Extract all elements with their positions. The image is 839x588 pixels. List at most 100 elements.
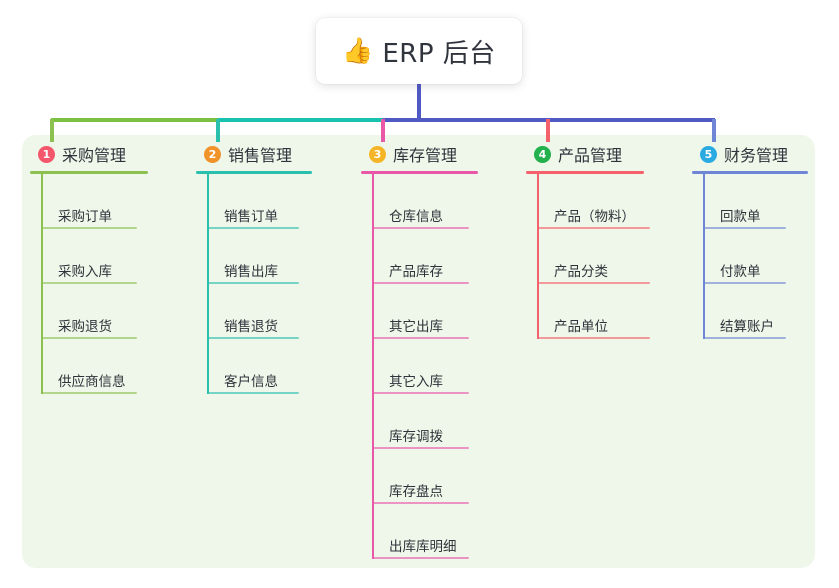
leaf-item[interactable]: 产品（物料） [537, 174, 686, 229]
leaf-item-label: 仓库信息 [389, 209, 443, 225]
leaf-item[interactable]: 产品库存 [372, 229, 511, 284]
leaf-item-underline [41, 337, 137, 339]
branch-underline [526, 171, 644, 174]
branch-title: 产品管理 [558, 146, 623, 165]
leaf-item-label: 销售出库 [224, 264, 278, 280]
branch-leaf-list: 销售订单销售出库销售退货客户信息 [207, 174, 346, 394]
leaf-item-label: 产品（物料） [554, 209, 635, 225]
branch-number-badge: 5 [700, 145, 717, 163]
leaf-item-underline [372, 557, 469, 559]
leaf-item-underline [41, 282, 137, 284]
branch-column-1: 1 采购管理采购订单采购入库采购退货供应商信息 [30, 141, 180, 394]
branch-spine [372, 174, 374, 559]
branch-spine [537, 174, 539, 339]
leaf-item-label: 销售退货 [224, 319, 278, 335]
branch-spine [703, 174, 705, 339]
leaf-item-label: 付款单 [720, 264, 761, 280]
leaf-item-underline [207, 392, 299, 394]
branch-title: 采购管理 [62, 146, 127, 165]
branch-underline [361, 171, 478, 174]
leaf-item-label: 采购订单 [58, 209, 112, 225]
root-node-content: 👍 ERP 后台 [342, 33, 496, 70]
leaf-item[interactable]: 库存盘点 [372, 449, 511, 504]
leaf-item[interactable]: 采购入库 [41, 229, 180, 284]
branch-leaf-list: 产品（物料） 产品分类产品单位 [537, 174, 686, 339]
branch-underline [692, 171, 808, 174]
leaf-item[interactable]: 销售订单 [207, 174, 346, 229]
leaf-item-label: 库存调拨 [389, 429, 443, 445]
leaf-item-label: 出库库明细 [389, 539, 457, 555]
leaf-item[interactable]: 结算账户 [703, 284, 822, 339]
branch-leaf-list: 仓库信息产品库存其它出库其它入库库存调拨库存盘点出库库明细 [372, 174, 511, 559]
leaf-item[interactable]: 回款单 [703, 174, 822, 229]
leaf-item-underline [41, 392, 137, 394]
leaf-item-underline [703, 282, 786, 284]
branch-header-3[interactable]: 3 库存管理 [361, 141, 511, 167]
leaf-item-label: 供应商信息 [58, 374, 126, 390]
leaf-item-underline [537, 282, 650, 284]
branch-column-3: 3 库存管理仓库信息产品库存其它出库其它入库库存调拨库存盘点出库库明细 [361, 141, 511, 559]
leaf-item-label: 客户信息 [224, 374, 278, 390]
thumbs-up-icon: 👍 [342, 36, 374, 65]
leaf-item-underline [372, 282, 469, 284]
leaf-item-underline [41, 227, 137, 229]
leaf-item-label: 采购入库 [58, 264, 112, 280]
branch-header-5[interactable]: 5 财务管理 [692, 141, 822, 167]
leaf-item-label: 产品库存 [389, 264, 443, 280]
leaf-item-underline [537, 337, 650, 339]
leaf-item[interactable]: 仓库信息 [372, 174, 511, 229]
leaf-item-underline [372, 337, 469, 339]
branch-title: 库存管理 [393, 146, 458, 165]
branch-column-5: 5 财务管理回款单付款单结算账户 [692, 141, 822, 339]
leaf-item-underline [207, 337, 299, 339]
branch-leaf-list: 回款单付款单结算账户 [703, 174, 822, 339]
leaf-item[interactable]: 采购退货 [41, 284, 180, 339]
branch-underline [30, 171, 148, 174]
leaf-item[interactable]: 产品单位 [537, 284, 686, 339]
branch-leaf-list: 采购订单采购入库采购退货供应商信息 [41, 174, 180, 394]
leaf-item[interactable]: 供应商信息 [41, 339, 180, 394]
leaf-item[interactable]: 销售退货 [207, 284, 346, 339]
leaf-item[interactable]: 库存调拨 [372, 394, 511, 449]
branch-number-badge: 2 [204, 145, 221, 163]
leaf-item[interactable]: 销售出库 [207, 229, 346, 284]
leaf-item-underline [372, 502, 469, 504]
leaf-item[interactable]: 产品分类 [537, 229, 686, 284]
branch-column-2: 2 销售管理销售订单销售出库销售退货客户信息 [196, 141, 346, 394]
leaf-item-label: 其它出库 [389, 319, 443, 335]
branch-number-badge: 1 [38, 145, 55, 163]
branch-underline [196, 171, 312, 174]
leaf-item[interactable]: 付款单 [703, 229, 822, 284]
root-node-title: ERP 后台 [382, 38, 496, 69]
leaf-item[interactable]: 其它出库 [372, 284, 511, 339]
leaf-item[interactable]: 其它入库 [372, 339, 511, 394]
leaf-item-label: 其它入库 [389, 374, 443, 390]
leaf-item-underline [207, 282, 299, 284]
leaf-item-underline [703, 337, 786, 339]
leaf-item[interactable]: 出库库明细 [372, 504, 511, 559]
leaf-item[interactable]: 采购订单 [41, 174, 180, 229]
leaf-item-underline [372, 227, 469, 229]
leaf-item-label: 采购退货 [58, 319, 112, 335]
branch-title: 销售管理 [228, 146, 293, 165]
leaf-item-underline [372, 447, 469, 449]
leaf-item-underline [703, 227, 786, 229]
leaf-item-label: 产品单位 [554, 319, 608, 335]
branch-spine [41, 174, 43, 394]
leaf-item-underline [372, 392, 469, 394]
diagram-background-panel [22, 135, 815, 568]
root-node-card[interactable]: 👍 ERP 后台 [316, 18, 522, 84]
leaf-item-label: 结算账户 [720, 319, 774, 335]
branch-header-2[interactable]: 2 销售管理 [196, 141, 346, 167]
branch-header-4[interactable]: 4 产品管理 [526, 141, 686, 167]
branch-number-badge: 4 [534, 145, 551, 163]
leaf-item-label: 销售订单 [224, 209, 278, 225]
branch-header-1[interactable]: 1 采购管理 [30, 141, 180, 167]
leaf-item-label: 回款单 [720, 209, 761, 225]
leaf-item-label: 库存盘点 [389, 484, 443, 500]
branch-number-badge: 3 [369, 145, 386, 163]
leaf-item-underline [537, 227, 650, 229]
leaf-item[interactable]: 客户信息 [207, 339, 346, 394]
branch-title: 财务管理 [724, 146, 789, 165]
